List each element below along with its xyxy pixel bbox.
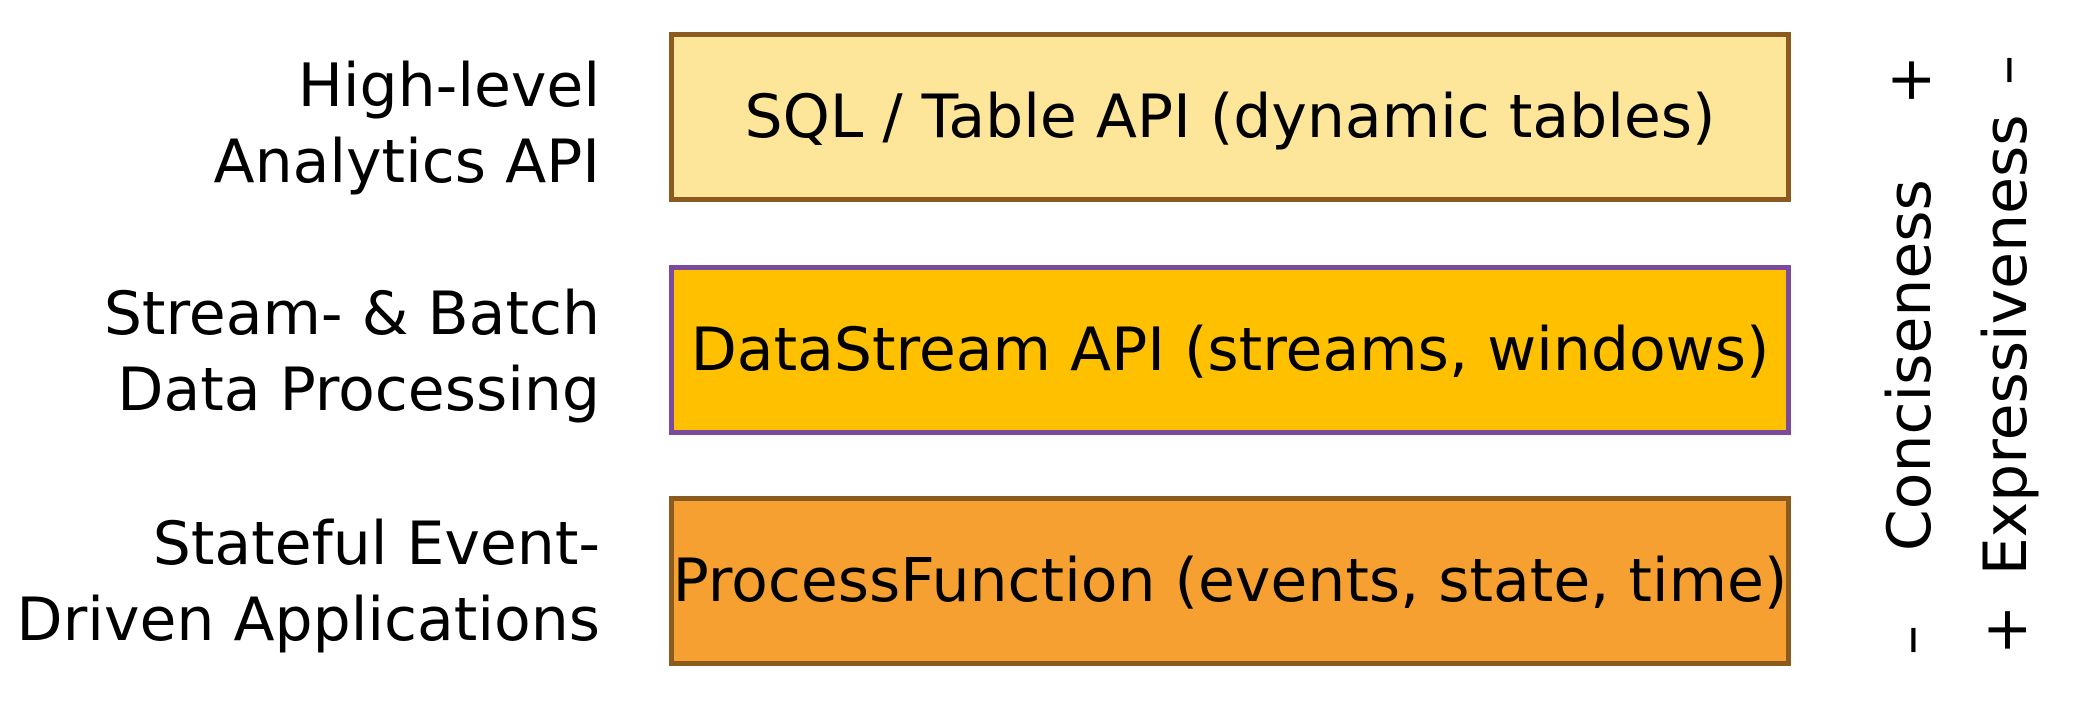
layer-label-analytics: High-level Analytics API	[0, 48, 600, 200]
api-box-process-function: ProcessFunction (events, state, time)	[669, 496, 1791, 666]
axis-expressiveness: + Expressiveness –	[1966, 55, 2046, 655]
layer-label-process-function: Stateful Event- Driven Applications	[0, 506, 600, 658]
api-box-text: SQL / Table API (dynamic tables)	[744, 82, 1716, 152]
layer-label-line: High-level	[297, 51, 600, 121]
layer-label-line: Data Processing	[117, 355, 600, 425]
axis-conciseness: – Conciseness +	[1870, 55, 1950, 655]
layer-label-line: Driven Applications	[16, 585, 600, 655]
layer-label-line: Analytics API	[213, 127, 600, 197]
axis-bottom-sign: +	[1971, 604, 2041, 655]
api-box-text: ProcessFunction (events, state, time)	[672, 546, 1788, 616]
layer-label-datastream: Stream- & Batch Data Processing	[0, 276, 600, 428]
api-box-sql-table: SQL / Table API (dynamic tables)	[669, 32, 1791, 202]
layer-label-line: Stateful Event-	[152, 509, 600, 579]
api-box-text: DataStream API (streams, windows)	[690, 315, 1770, 385]
axis-label: Conciseness	[1875, 179, 1945, 552]
layer-label-line: Stream- & Batch	[103, 279, 600, 349]
axis-top-sign: –	[1971, 55, 2041, 85]
axis-label: Expressiveness	[1971, 114, 2041, 576]
axis-top-sign: +	[1875, 55, 1945, 106]
api-box-datastream: DataStream API (streams, windows)	[669, 265, 1791, 435]
axis-bottom-sign: –	[1875, 625, 1945, 655]
